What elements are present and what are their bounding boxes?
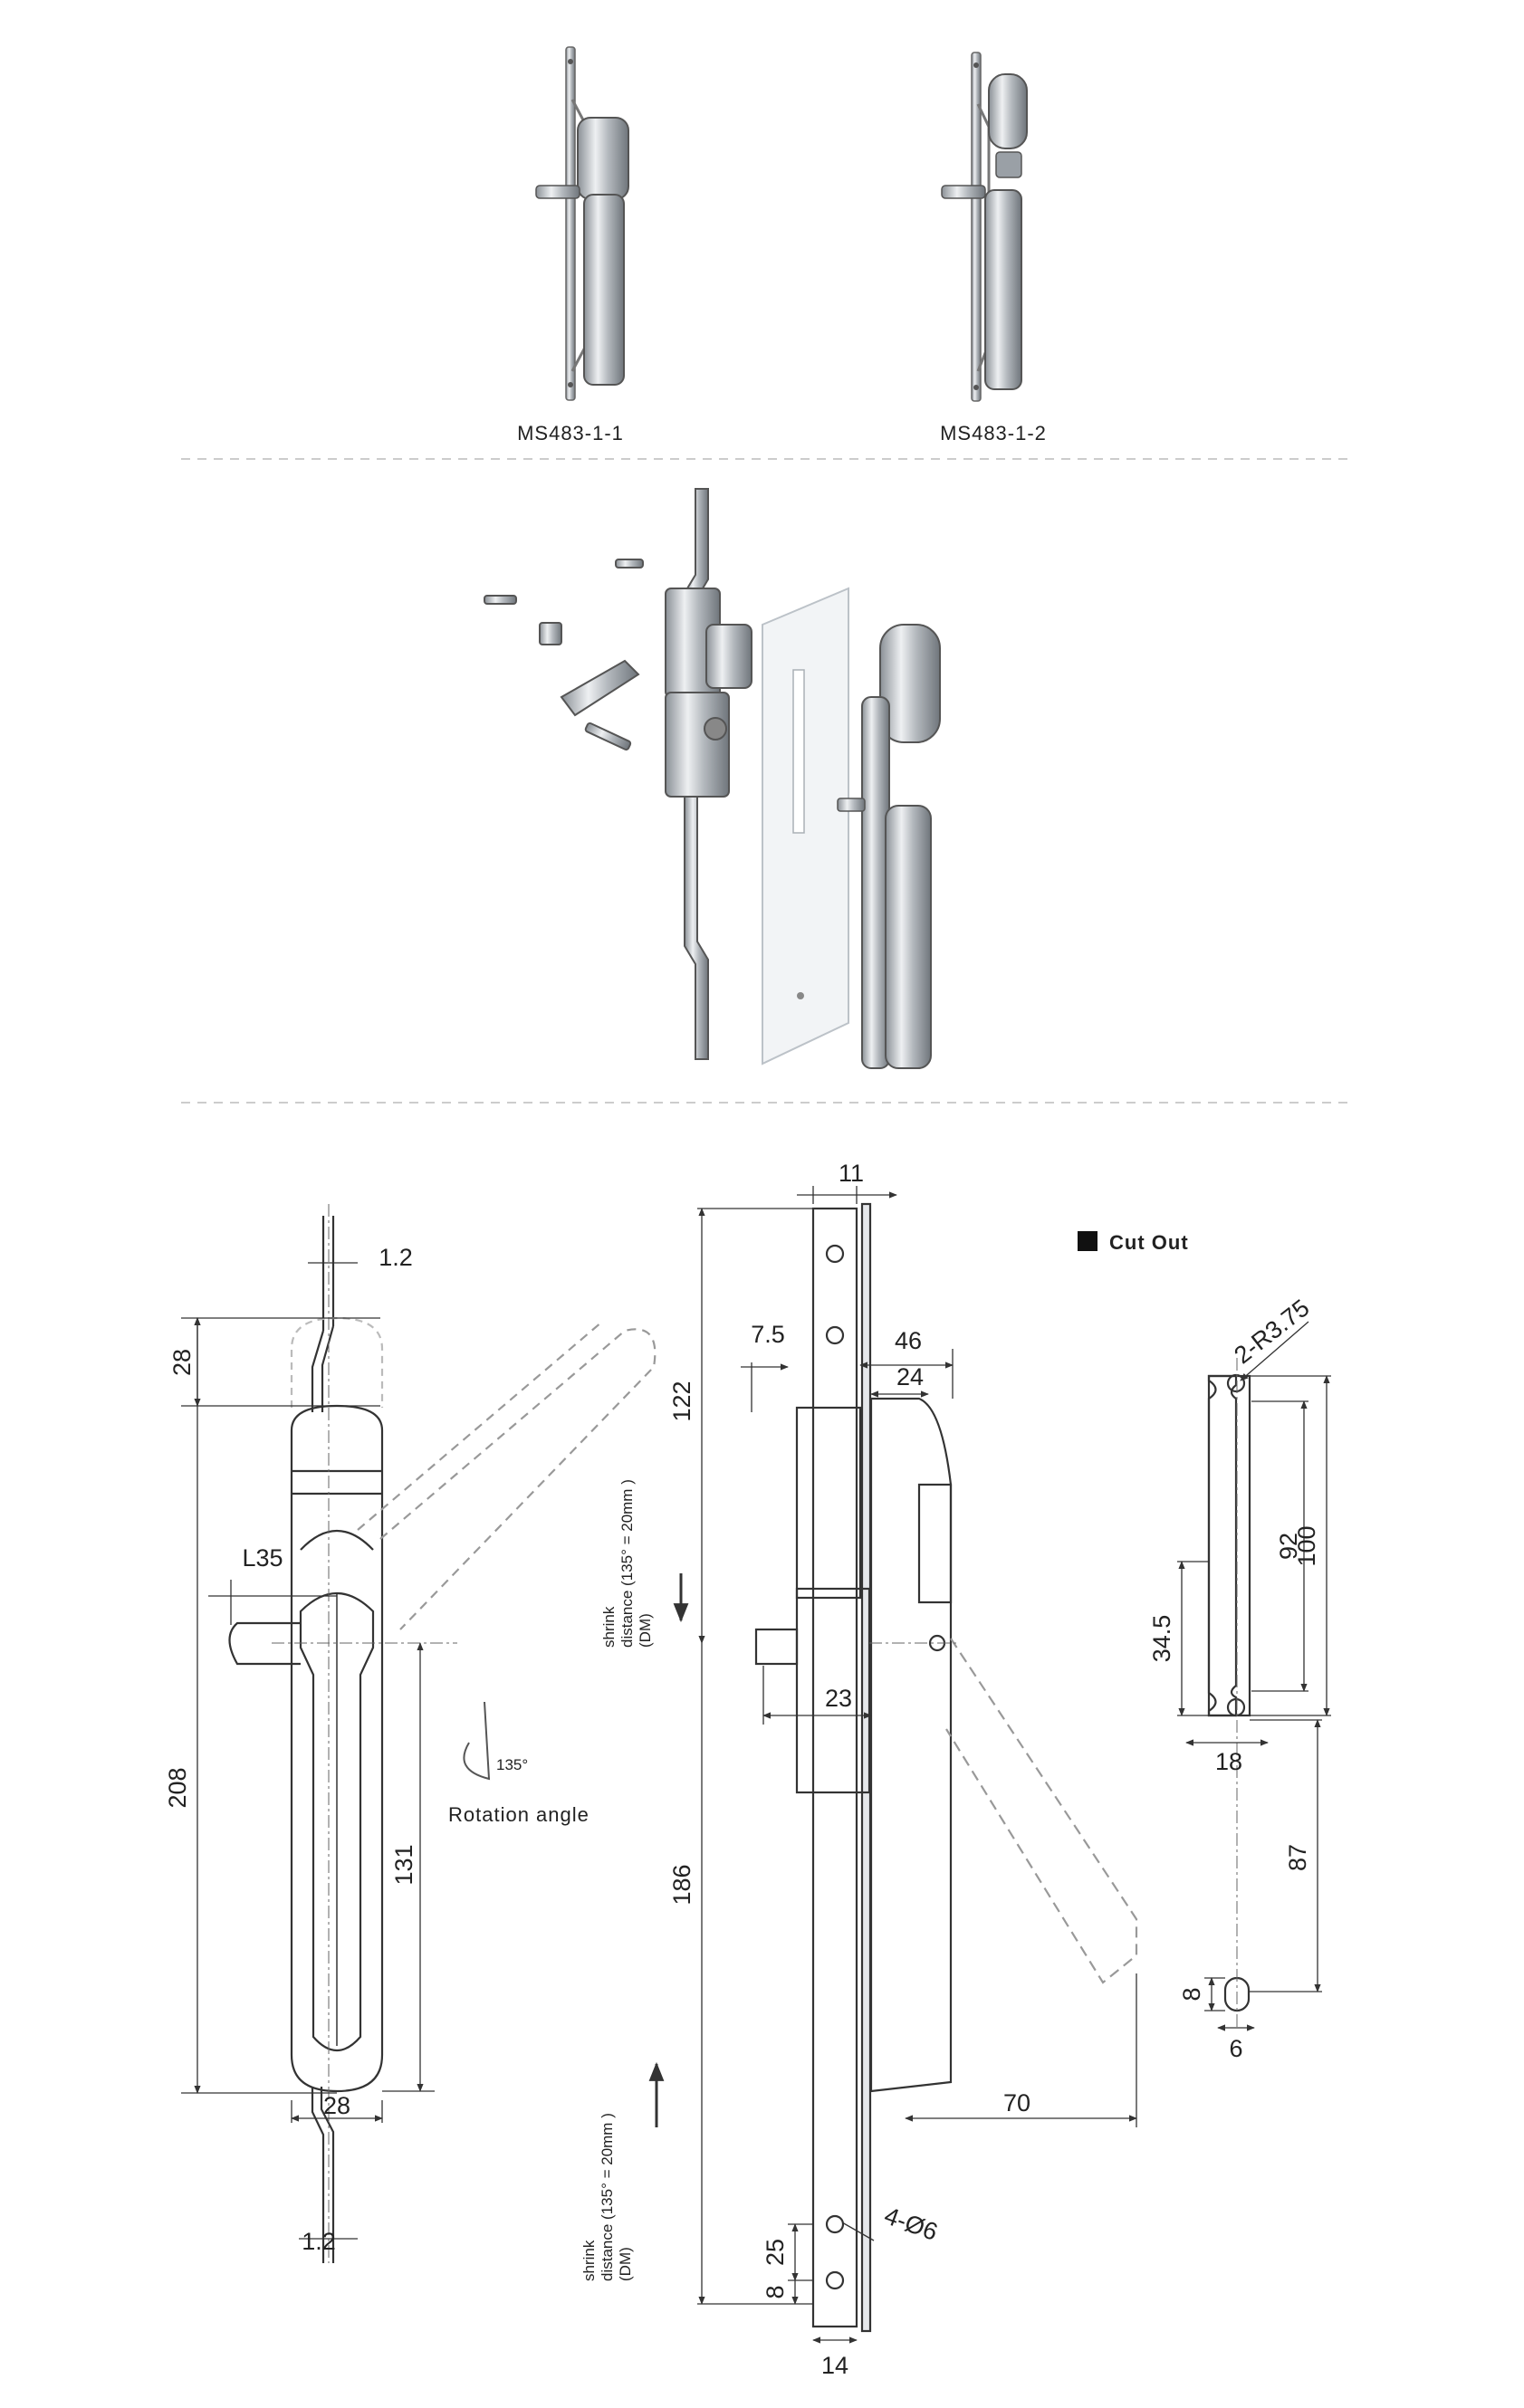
dim-overall-height: 208 (164, 1767, 191, 1808)
dim-top-thickness: 1.2 (379, 1244, 413, 1271)
exploded-view (484, 488, 941, 1069)
dim-bottom-offset: 8 (762, 2285, 789, 2298)
rotation-label: Rotation angle (448, 1803, 589, 1826)
svg-text:(DM): (DM) (617, 2247, 634, 2281)
svg-text:shrink: shrink (600, 1606, 618, 1648)
dim-handle-length: L35 (242, 1544, 283, 1572)
front-view-dims (181, 1262, 491, 2240)
dim-bottom-width: 28 (323, 2092, 350, 2119)
dim-handle-reach: 70 (1003, 2089, 1030, 2117)
shrink-note-upper: shrink distance (135° = 20mm ) (DM) (600, 1479, 654, 1648)
dim-upper-offset: 7.5 (751, 1321, 785, 1348)
cutout-dims (1177, 1321, 1331, 2031)
dim-inner-height: 131 (390, 1844, 417, 1885)
cutout-view (1207, 1358, 1251, 2028)
cut-out-legend-swatch (1078, 1231, 1097, 1251)
product-image-ms483-1-1 (535, 46, 629, 401)
model-label-2: MS483-1-2 (940, 422, 1047, 444)
shrink-note-lower: shrink distance (135° = 20mm ) (DM) (580, 2113, 634, 2281)
rotation-value: 135° (496, 1756, 528, 1773)
dim-depth-inner: 24 (896, 1363, 924, 1390)
product-image-ms483-1-2 (941, 52, 1028, 402)
cut-out-legend-label: Cut Out (1109, 1231, 1189, 1254)
svg-text:shrink: shrink (580, 2240, 598, 2281)
dim-top-offset: 28 (168, 1349, 196, 1376)
svg-text:(DM): (DM) (637, 1613, 654, 1648)
dim-cam-width: 23 (825, 1685, 852, 1712)
dim-bottom-width-side: 14 (821, 2352, 848, 2379)
dim-holes: 4-Ø6 (881, 2202, 942, 2246)
side-view (754, 1202, 1138, 2333)
side-view-dims (648, 1186, 1137, 2344)
dim-depth-total: 46 (895, 1327, 922, 1354)
svg-text:distance (135° = 20mm ): distance (135° = 20mm ) (618, 1479, 636, 1648)
dim-cutout-offset: 34.5 (1148, 1615, 1175, 1663)
svg-text:distance (135° = 20mm ): distance (135° = 20mm ) (599, 2113, 616, 2281)
dim-slot-height: 8 (1178, 1987, 1205, 2001)
dim-cutout-spacing: 87 (1284, 1844, 1311, 1871)
dim-hole-pitch: 25 (762, 2239, 789, 2266)
model-label-1: MS483-1-1 (517, 422, 624, 444)
dim-slot-width: 6 (1229, 2035, 1242, 2062)
dim-cutout-outer: 100 (1293, 1525, 1320, 1566)
dim-top-width: 11 (839, 1160, 864, 1187)
dim-cutout-width: 18 (1215, 1748, 1242, 1775)
dim-cutout-inner: 92 (1275, 1533, 1302, 1560)
dim-lower-height: 186 (668, 1864, 695, 1905)
dim-upper-height: 122 (668, 1381, 695, 1421)
dim-radius: 2-R3.75 (1229, 1295, 1314, 1370)
front-view (228, 1204, 657, 2263)
dim-bottom-thickness: 1.2 (302, 2228, 336, 2255)
